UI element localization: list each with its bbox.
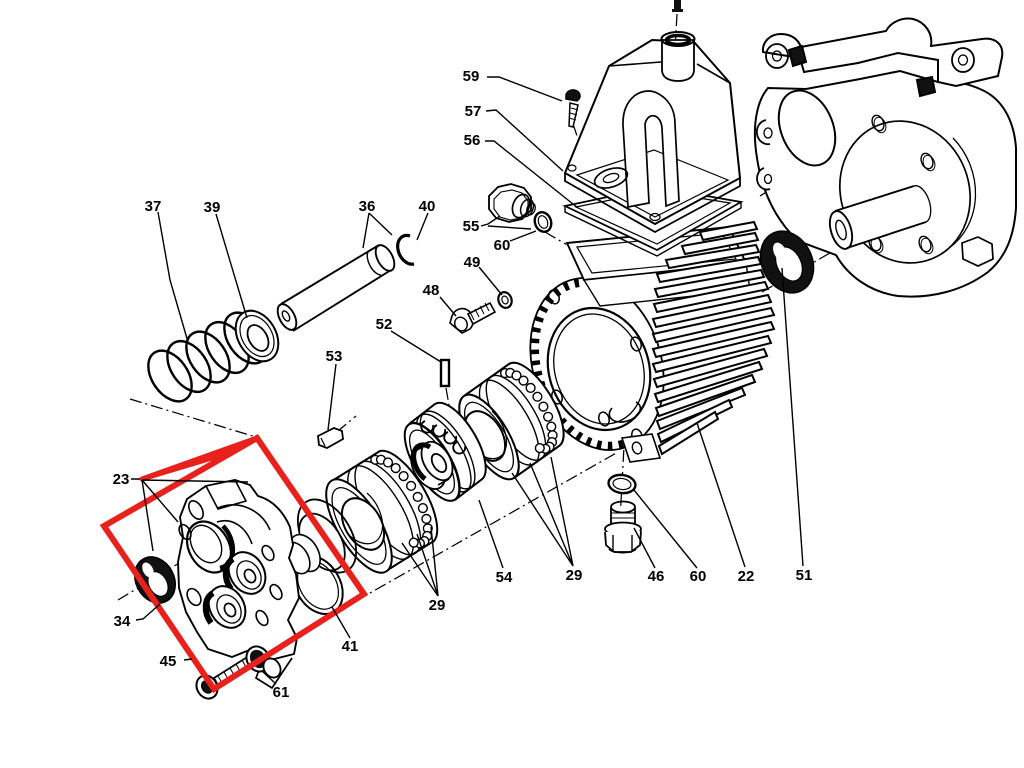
svg-text:45: 45 [160,653,177,670]
svg-text:60: 60 [494,237,511,254]
svg-text:37: 37 [145,198,162,215]
svg-text:48: 48 [423,282,440,299]
svg-text:41: 41 [342,638,359,655]
svg-text:22: 22 [738,568,755,585]
svg-text:29: 29 [429,597,446,614]
svg-text:59: 59 [463,68,480,85]
svg-text:56: 56 [464,132,481,149]
svg-text:46: 46 [648,568,665,585]
svg-text:57: 57 [465,103,482,120]
svg-text:52: 52 [376,316,393,333]
svg-text:23: 23 [113,471,130,488]
svg-text:55: 55 [463,218,480,235]
svg-text:39: 39 [204,199,221,216]
svg-text:61: 61 [273,684,290,701]
svg-text:34: 34 [114,613,131,630]
svg-text:40: 40 [419,198,436,215]
svg-text:60: 60 [690,568,707,585]
svg-text:53: 53 [326,348,343,365]
svg-text:49: 49 [464,254,481,271]
svg-text:51: 51 [796,567,813,584]
svg-text:54: 54 [496,569,513,586]
svg-text:36: 36 [359,198,376,215]
svg-text:29: 29 [566,567,583,584]
